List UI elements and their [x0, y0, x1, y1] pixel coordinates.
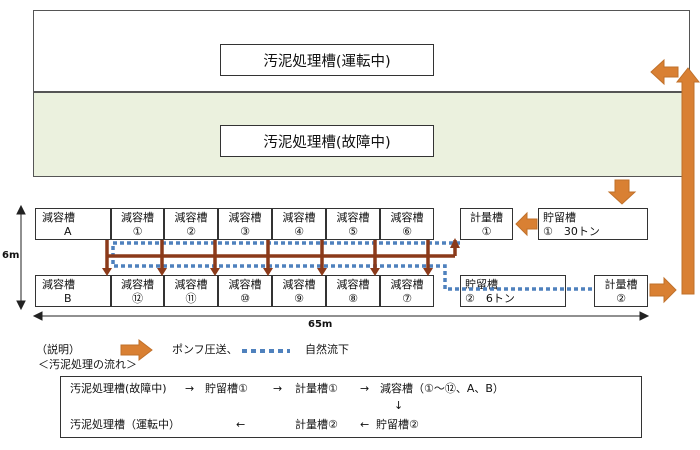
pipe-manifold	[102, 238, 460, 276]
sludge-tank-broken: 汚泥処理槽(故障中)	[220, 125, 434, 157]
width-dimension-label: 65m	[308, 319, 333, 330]
flow-arrow-1: →	[185, 382, 195, 395]
sludge-tank-running-label: 汚泥処理槽(運転中)	[263, 53, 391, 70]
height-dimension-label: 6m	[2, 250, 20, 261]
pump-arrow-left	[515, 211, 538, 237]
flow-arrow-5: ←	[360, 418, 370, 431]
flow-step-storage-2: 貯留槽②	[376, 418, 419, 431]
flow-arrow-down: ↓	[394, 399, 404, 412]
width-dimension-line	[32, 311, 650, 321]
legend-symbols	[120, 338, 290, 362]
flow-step-broken-tank: 汚泥処理槽(故障中)	[70, 382, 167, 395]
pump-arrow-right-bottom	[649, 276, 677, 304]
flow-step-meter-1: 計量槽①	[295, 382, 338, 395]
legend-pump-label: ポンフ圧送、	[172, 343, 238, 356]
flow-summary-box	[60, 376, 642, 438]
legend-title: （説明）	[36, 343, 80, 356]
legend-gravity-label: 自然流下	[305, 343, 349, 356]
sludge-tank-broken-label: 汚泥処理槽(故障中)	[263, 134, 391, 151]
sludge-tank-running: 汚泥処理槽(運転中)	[220, 44, 434, 76]
flow-step-volume-tanks: 減容槽（①～⑫、A、B）	[380, 382, 504, 395]
gravity-flow-lines	[111, 241, 592, 291]
flow-step-storage-1: 貯留槽①	[205, 382, 248, 395]
flow-section-title: ＜汚泥処理の流れ＞	[38, 358, 137, 371]
height-dimension-line	[16, 204, 26, 311]
flow-step-running-tank: 汚泥処理槽（運転中）	[70, 418, 180, 431]
pump-arrow-into-running	[650, 58, 679, 86]
pump-arrow-down	[607, 179, 637, 205]
flow-arrow-2: →	[273, 382, 283, 395]
flow-arrow-4: ←	[236, 418, 246, 431]
pump-arrow-riser	[675, 67, 700, 295]
flow-arrow-3: →	[360, 382, 370, 395]
legend-pump-arrow-icon	[120, 338, 153, 362]
pump-arrows	[515, 58, 700, 304]
flow-step-meter-2: 計量槽②	[295, 418, 338, 431]
